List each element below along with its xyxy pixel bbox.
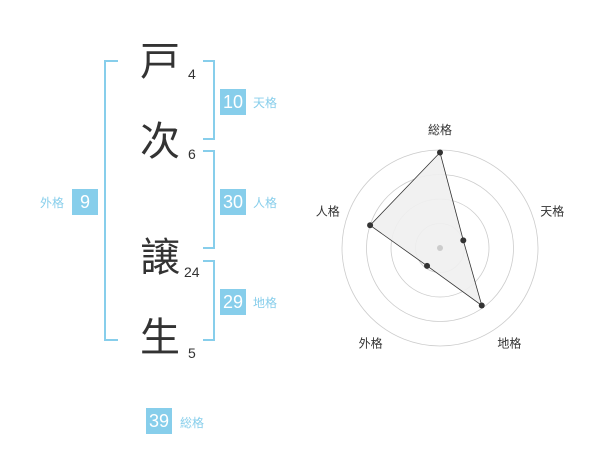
tenkaku-label: 天格 bbox=[253, 96, 278, 110]
stroke-count-2: 6 bbox=[188, 146, 196, 162]
radar-series-polygon bbox=[369, 151, 483, 307]
name-char-3: 譲 bbox=[140, 235, 180, 281]
jinkaku-bracket bbox=[203, 150, 215, 249]
chikaku-label: 地格 bbox=[253, 296, 278, 310]
radar-point-1 bbox=[437, 149, 443, 156]
name-char-4: 生 bbox=[140, 315, 180, 361]
soukaku-label: 総格 bbox=[180, 416, 205, 430]
radar-axis-label-2: 天格 bbox=[540, 204, 564, 219]
chikaku-value: 29 bbox=[220, 289, 246, 315]
stroke-count-1: 4 bbox=[188, 66, 196, 82]
stroke-count-4: 5 bbox=[188, 345, 196, 361]
tenkaku-value: 10 bbox=[220, 89, 246, 115]
gaikaku-value: 9 bbox=[72, 189, 98, 215]
name-char-2: 次 bbox=[140, 119, 180, 165]
gaikaku-bracket bbox=[104, 60, 118, 341]
radar-axis-label-4: 外格 bbox=[359, 336, 383, 351]
radar-point-3 bbox=[478, 302, 485, 309]
radar-point-4 bbox=[424, 262, 431, 269]
name-char-1: 戸 bbox=[140, 39, 180, 85]
jinkaku-label: 人格 bbox=[253, 196, 278, 210]
jinkaku-value: 30 bbox=[220, 189, 246, 215]
radar-axis-label-1: 総格 bbox=[428, 122, 452, 137]
chikaku-bracket bbox=[203, 260, 215, 341]
radar-point-2 bbox=[460, 237, 467, 244]
gaikaku-label: 外格 bbox=[40, 196, 65, 210]
radar-axis-label-5: 人格 bbox=[316, 204, 340, 219]
radar-point-5 bbox=[367, 222, 374, 229]
soukaku-value: 39 bbox=[146, 408, 172, 434]
stroke-count-3: 24 bbox=[184, 264, 200, 280]
radar-axis-label-3: 地格 bbox=[497, 336, 521, 351]
tenkaku-bracket bbox=[203, 60, 215, 140]
radar-center-dot bbox=[437, 245, 443, 251]
